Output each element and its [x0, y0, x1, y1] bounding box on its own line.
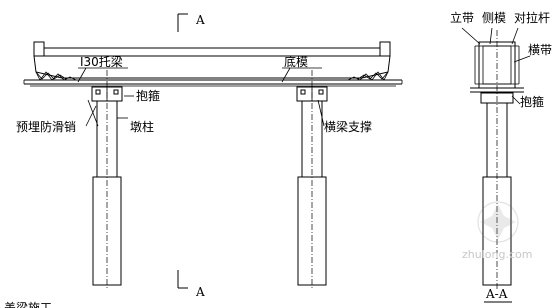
section-mark-bottom-label: A: [195, 285, 205, 299]
bottom-note: 盖梁施工: [4, 300, 52, 308]
label-tie-rod: 对拉杆: [514, 10, 550, 25]
label-hoop: 抱箍: [136, 88, 160, 103]
cap-beam-elevation: [23, 41, 403, 87]
section-title: A-A: [485, 287, 508, 301]
label-horizontal-band: 横带: [528, 43, 552, 57]
section-mark-top-label: A: [195, 13, 205, 27]
label-hoop-section: 抱箍: [520, 94, 544, 109]
label-bottom-form: 底模: [284, 54, 308, 69]
truss-right: [347, 71, 389, 81]
section-mark-top: A: [177, 13, 205, 32]
label-anti-slip-pin: 预埋防滑销: [16, 119, 76, 134]
pier-left: [92, 70, 122, 290]
label-vertical-band: 立带: [450, 10, 474, 25]
label-i30-beam: I30托梁: [80, 54, 123, 69]
leader-lines: [77, 67, 325, 127]
pier-right: [297, 70, 327, 290]
label-cross-beam-support: 横梁支撑: [324, 119, 372, 134]
label-side-form: 侧模: [482, 11, 506, 25]
truss-left: [35, 71, 77, 81]
watermark-text: zhulong.com: [462, 248, 532, 261]
zhulong-logo-icon: [477, 201, 519, 243]
label-pier-column: 墩柱: [130, 119, 154, 134]
section-aa: [461, 27, 531, 303]
section-mark-bottom: A: [177, 270, 205, 299]
